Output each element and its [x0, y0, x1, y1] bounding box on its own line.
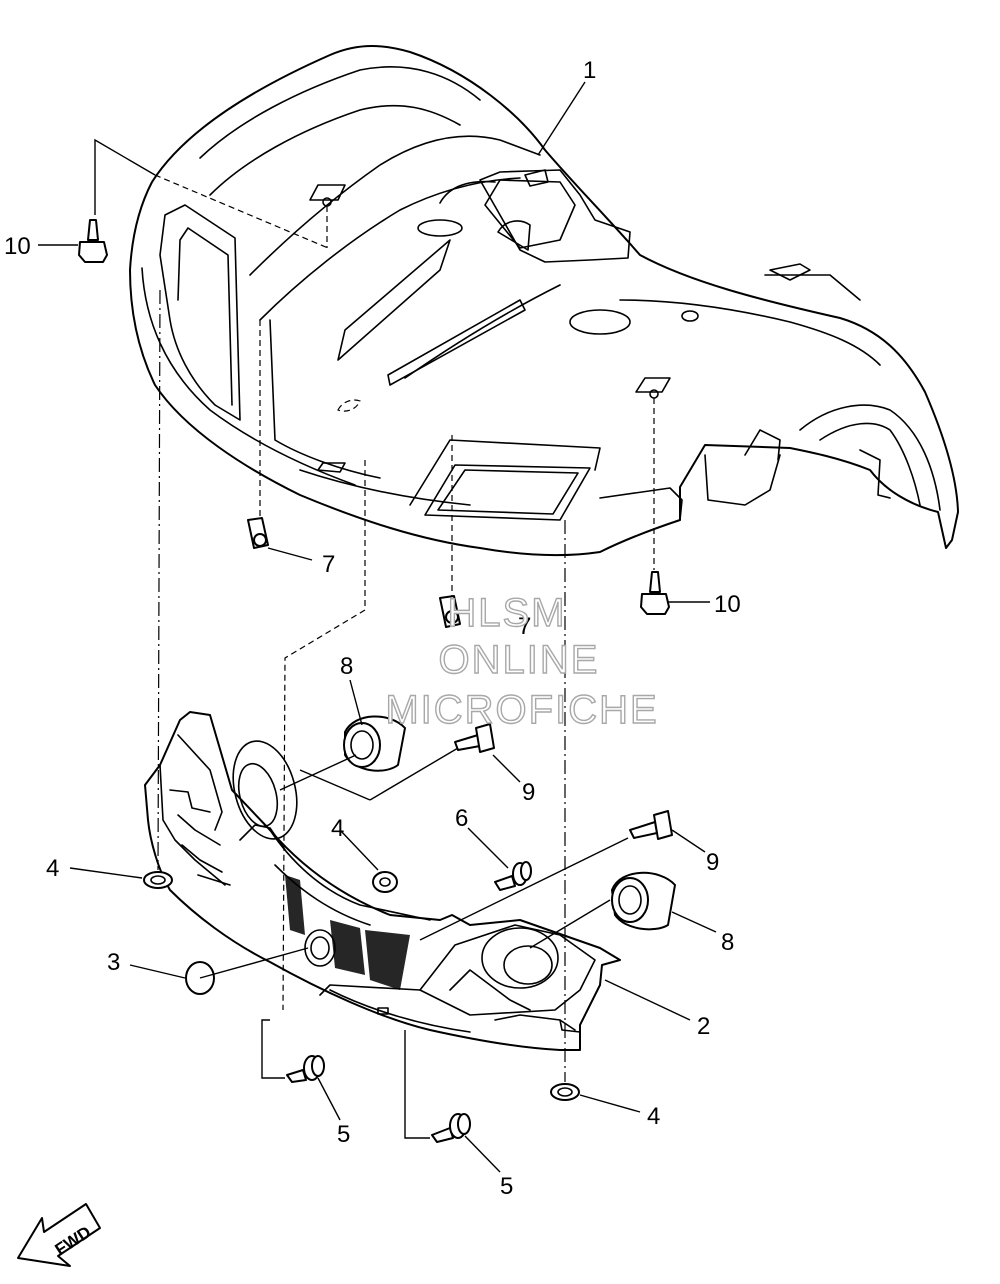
callout-4-right: 4: [647, 1103, 660, 1130]
callout-10-right: 10: [714, 591, 741, 618]
callout-3: 3: [107, 949, 120, 976]
front-bumper-grille[interactable]: [144, 711, 621, 1051]
callout-8-top: 8: [340, 653, 353, 680]
callout-labels: 1 10 7 10 7 8 9 6 4 9 4 8 3 2 4 5 5: [4, 57, 741, 1200]
callout-5-bottom: 5: [500, 1173, 513, 1200]
leader-lines: [38, 81, 717, 1173]
callout-7-right: 7: [518, 613, 531, 640]
callout-6: 6: [455, 805, 468, 832]
watermark: HLSM ONLINE MICROFICHE: [385, 590, 658, 732]
part-6-rivet[interactable]: [494, 861, 532, 891]
callout-8-right: 8: [721, 929, 734, 956]
front-fender[interactable]: [129, 45, 959, 557]
watermark-line-3: MICROFICHE: [385, 688, 658, 732]
part-9-bolt[interactable]: [454, 723, 673, 840]
part-7-nut[interactable]: [247, 517, 461, 628]
fwd-arrow-icon: FWD: [17, 1203, 101, 1267]
part-4-washer[interactable]: [143, 871, 580, 1101]
part-8-grommet[interactable]: [343, 715, 676, 931]
callout-10-left: 10: [4, 233, 31, 260]
watermark-line-2: ONLINE: [439, 638, 600, 682]
callout-1: 1: [583, 57, 596, 84]
callout-4-left: 4: [46, 855, 59, 882]
part-10-screw[interactable]: [78, 219, 670, 615]
callout-2: 2: [697, 1013, 710, 1040]
callout-9-top: 9: [522, 779, 535, 806]
callout-9-right: 9: [706, 849, 719, 876]
watermark-line-1: HLSM: [447, 591, 566, 635]
part-5-rivet[interactable]: [286, 1055, 471, 1143]
callout-5-left: 5: [337, 1121, 350, 1148]
assembly-lines: [154, 174, 655, 1082]
callout-7-left: 7: [322, 551, 335, 578]
callout-4-mid: 4: [331, 815, 344, 842]
